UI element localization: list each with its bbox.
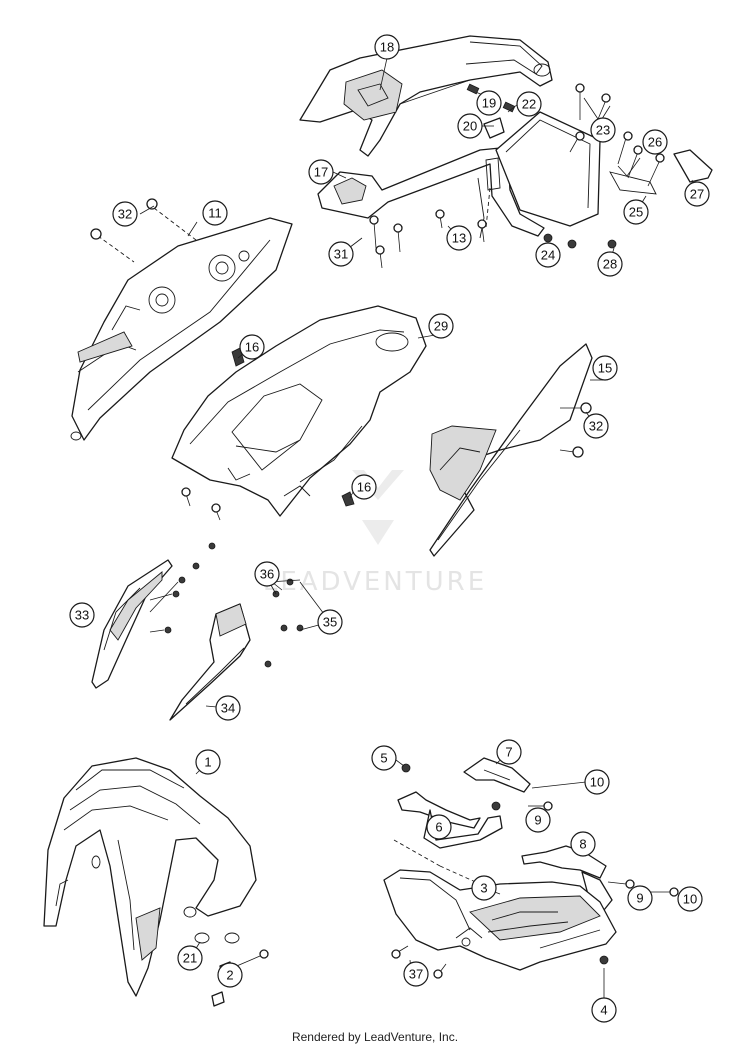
callout-part-26[interactable]: 26 — [642, 129, 668, 155]
callout-part-9-upper[interactable]: 9 — [525, 807, 551, 833]
callout-part-16-lower[interactable]: 16 — [351, 474, 377, 500]
callout-label: 5 — [380, 751, 387, 766]
callout-label: 22 — [522, 97, 536, 112]
callout-label: 11 — [208, 206, 222, 221]
callout-label: 34 — [221, 701, 235, 716]
callout-label: 33 — [75, 608, 89, 623]
callout-label: 9 — [534, 813, 541, 828]
callout-part-18[interactable]: 18 — [374, 34, 400, 60]
callout-label: 27 — [690, 187, 704, 202]
callout-label: 37 — [409, 967, 423, 982]
callout-label: 24 — [541, 248, 555, 263]
skid-plate — [383, 869, 617, 979]
callout-label: 6 — [435, 820, 442, 835]
callout-label: 4 — [600, 1003, 607, 1018]
callout-label: 10 — [590, 775, 604, 790]
callout-label: 10 — [683, 892, 697, 907]
callout-part-32-right[interactable]: 32 — [583, 413, 609, 439]
callout-label: 18 — [380, 40, 394, 55]
callout-part-33[interactable]: 33 — [69, 602, 95, 628]
callout-part-27[interactable]: 27 — [684, 181, 710, 207]
callout-part-10-lower[interactable]: 10 — [677, 886, 703, 912]
skid-plate-bracket-upper — [393, 757, 595, 885]
front-fender — [43, 757, 257, 997]
callout-part-13[interactable]: 13 — [446, 225, 472, 251]
callout-label: 1 — [204, 755, 211, 770]
footer-credit: Rendered by LeadVenture, Inc. — [291, 1030, 459, 1044]
callout-label: 31 — [334, 247, 348, 262]
callout-label: 8 — [579, 837, 586, 852]
callout-label: 15 — [598, 361, 612, 376]
callout-label: 36 — [260, 567, 274, 582]
callout-part-31[interactable]: 31 — [328, 241, 354, 267]
callout-label: 23 — [596, 123, 610, 138]
callout-label: 13 — [452, 231, 466, 246]
callout-part-29[interactable]: 29 — [428, 313, 454, 339]
callout-part-20[interactable]: 20 — [457, 113, 483, 139]
callout-label: 35 — [323, 615, 337, 630]
callout-label: 28 — [603, 257, 617, 272]
callout-label: 32 — [118, 207, 132, 222]
callout-part-35[interactable]: 35 — [317, 609, 343, 635]
callout-part-17[interactable]: 17 — [308, 159, 334, 185]
callout-part-23[interactable]: 23 — [590, 117, 616, 143]
callout-part-4[interactable]: 4 — [591, 997, 617, 1023]
callout-part-1[interactable]: 1 — [195, 749, 221, 775]
callout-part-15[interactable]: 15 — [592, 355, 618, 381]
callout-label: 25 — [629, 205, 643, 220]
license-plate-holder — [495, 111, 713, 227]
callout-label: 26 — [648, 135, 662, 150]
watermark: LEADVENTURE — [263, 470, 487, 597]
callout-part-7[interactable]: 7 — [496, 739, 522, 765]
callout-part-3[interactable]: 3 — [471, 875, 497, 901]
callout-label: 9 — [636, 891, 643, 906]
callout-label: 21 — [183, 951, 197, 966]
upper-fasteners — [369, 83, 665, 269]
callout-label: 16 — [245, 340, 259, 355]
callout-part-37[interactable]: 37 — [403, 961, 429, 987]
right-side-cover — [429, 343, 593, 557]
callout-part-5[interactable]: 5 — [371, 745, 397, 771]
callout-part-9-lower[interactable]: 9 — [627, 885, 653, 911]
callout-part-2[interactable]: 2 — [217, 962, 243, 988]
callout-part-36[interactable]: 36 — [254, 561, 280, 587]
callout-part-24[interactable]: 24 — [535, 242, 561, 268]
callout-label: 32 — [589, 419, 603, 434]
callout-label: 2 — [226, 968, 233, 983]
callout-label: 16 — [357, 480, 371, 495]
callout-part-28[interactable]: 28 — [597, 251, 623, 277]
callout-label: 20 — [463, 119, 477, 134]
callout-part-8[interactable]: 8 — [570, 831, 596, 857]
callout-label: 7 — [505, 745, 512, 760]
callout-part-21[interactable]: 21 — [177, 945, 203, 971]
callout-part-11[interactable]: 11 — [202, 200, 228, 226]
watermark-text: LEADVENTURE — [263, 567, 487, 597]
callout-part-10-upper[interactable]: 10 — [584, 769, 610, 795]
callout-part-19[interactable]: 19 — [476, 90, 502, 116]
callout-label: 17 — [314, 165, 328, 180]
callout-part-32-left[interactable]: 32 — [112, 201, 138, 227]
callout-label: 29 — [434, 319, 448, 334]
rear-subframe-bracket — [317, 147, 545, 239]
callout-part-6[interactable]: 6 — [426, 814, 452, 840]
callout-label: 3 — [480, 881, 487, 896]
callout-part-34[interactable]: 34 — [215, 695, 241, 721]
rear-seat-tray — [171, 305, 427, 521]
rear-grab-handle — [299, 35, 553, 157]
left-tail-cover — [91, 542, 216, 689]
callout-part-16-upper[interactable]: 16 — [239, 334, 265, 360]
callout-part-25[interactable]: 25 — [623, 199, 649, 225]
callout-part-22[interactable]: 22 — [516, 91, 542, 117]
callout-label: 19 — [482, 96, 496, 111]
